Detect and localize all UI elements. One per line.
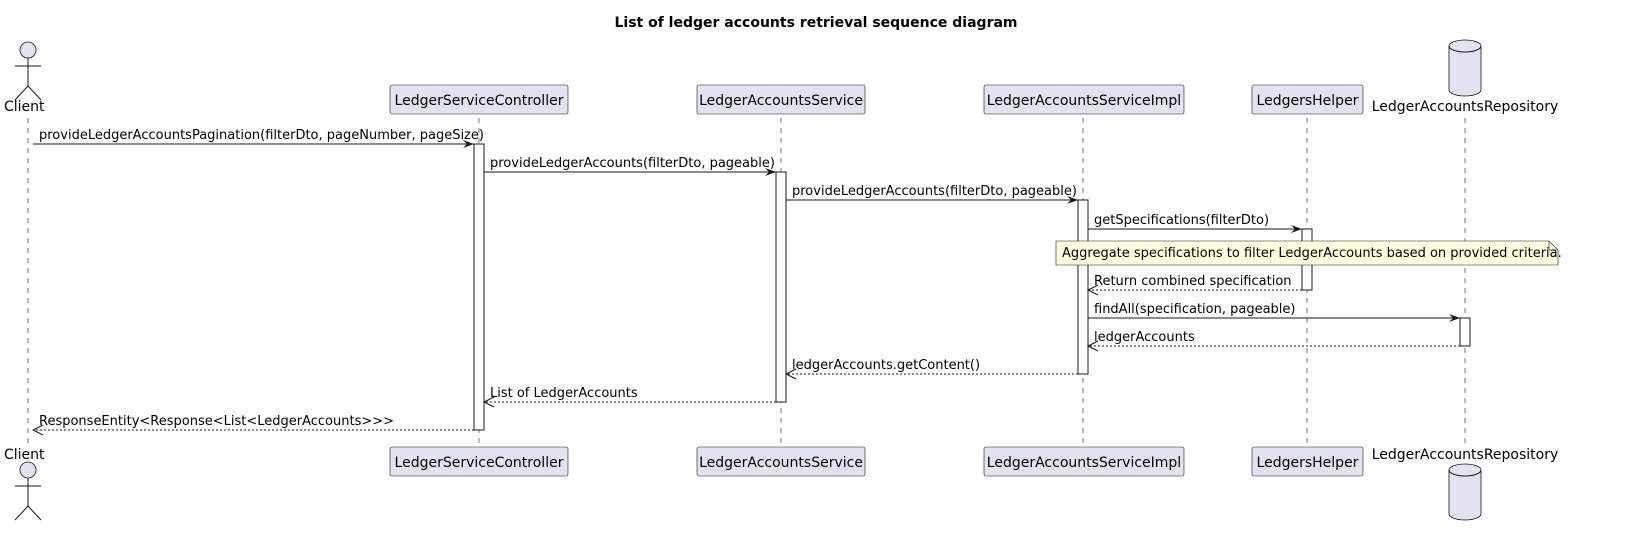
participant-label: LedgersHelper: [1257, 93, 1359, 109]
participant-label: LedgersHelper: [1257, 455, 1359, 471]
message-2: provideLedgerAccounts(filterDto, pageabl…: [484, 156, 776, 176]
message-label: provideLedgerAccounts(filterDto, pageabl…: [792, 184, 1077, 199]
participant-box: [1251, 84, 1364, 115]
message-label: Return combined specification: [1094, 274, 1292, 289]
message-label: findAll(specification, pageable): [1094, 302, 1296, 317]
arrow-head-icon: [765, 168, 776, 176]
participant-service-top: LedgerAccountsService: [696, 84, 866, 115]
participant-repo-bottom: LedgerAccountsRepository: [1372, 447, 1559, 521]
actor-leg-right: [27, 505, 42, 521]
message-label: provideLedgerAccounts(filterDto, pageabl…: [490, 156, 775, 171]
participant-box: [1251, 446, 1364, 477]
database-rim: [1448, 469, 1482, 477]
arrow-head-icon: [1067, 196, 1078, 204]
arrow-head-icon: [1449, 314, 1460, 322]
participant-client-bottom: Client: [4, 447, 45, 521]
actor-head-icon: [19, 41, 37, 59]
activation-bar-impl: [1077, 199, 1089, 375]
participant-repo-top: LedgerAccountsRepository: [1372, 39, 1559, 115]
database-icon: [1448, 39, 1482, 97]
participant-helper-top: LedgersHelper: [1251, 84, 1364, 115]
activation-bar-service: [775, 171, 787, 403]
note-fold: [1548, 241, 1558, 251]
participant-impl-bottom: LedgerAccountsServiceImpl: [983, 446, 1185, 477]
actor-leg-left: [14, 505, 29, 521]
participant-box: [696, 446, 866, 477]
message-label: provideLedgerAccountsPagination(filterDt…: [39, 128, 484, 143]
diagram-title: List of ledger accounts retrieval sequen…: [614, 15, 1017, 31]
participant-label: LedgerAccountsServiceImpl: [987, 93, 1181, 109]
message-label: ledgerAccounts.getContent(): [792, 358, 980, 373]
activation-bar-repo: [1459, 317, 1471, 347]
message-4: getSpecifications(filterDto): [1088, 213, 1302, 233]
participant-label: LedgerServiceController: [395, 93, 564, 109]
participant-box: [696, 84, 866, 115]
message-7: ledgerAccounts: [1086, 330, 1460, 352]
note: Aggregate specifications to filter Ledge…: [1055, 240, 1562, 266]
participant-label: LedgerAccountsServiceImpl: [987, 455, 1181, 471]
participant-service-bottom: LedgerAccountsService: [696, 446, 866, 477]
participant-label: LedgerServiceController: [395, 455, 564, 471]
participant-label: LedgerAccountsRepository: [1372, 99, 1559, 115]
database-rim: [1448, 45, 1482, 53]
participant-box: [983, 84, 1185, 115]
database-icon: [1448, 463, 1482, 521]
message-label: List of LedgerAccounts: [490, 386, 638, 401]
message-label: ledgerAccounts: [1094, 330, 1195, 345]
arrow-head-icon: [1086, 284, 1099, 296]
participant-controller-top: LedgerServiceController: [389, 84, 569, 115]
message-9: List of LedgerAccounts: [482, 386, 776, 408]
message-8: ledgerAccounts.getContent(): [784, 358, 1078, 380]
message-10: ResponseEntity<Response<List<LedgerAccou…: [31, 414, 474, 436]
participant-label: Client: [4, 447, 45, 463]
actor-leg-right: [27, 85, 42, 101]
actor-leg-left: [14, 85, 29, 101]
participant-box: [983, 446, 1185, 477]
participant-client-top: Client: [4, 41, 45, 115]
message-6: findAll(specification, pageable): [1088, 302, 1460, 322]
message-5: Return combined specification: [1086, 274, 1302, 296]
arrow-head-icon: [1291, 225, 1302, 233]
message-1: provideLedgerAccountsPagination(filterDt…: [33, 128, 484, 148]
participant-label: LedgerAccountsService: [699, 455, 863, 471]
arrow-head-icon: [463, 140, 474, 148]
note-box: [1055, 240, 1559, 266]
arrow-head-icon: [482, 396, 495, 408]
participant-helper-bottom: LedgersHelper: [1251, 446, 1364, 477]
participant-controller-bottom: LedgerServiceController: [389, 446, 569, 477]
participant-impl-top: LedgerAccountsServiceImpl: [983, 84, 1185, 115]
message-label: getSpecifications(filterDto): [1094, 213, 1269, 228]
arrow-head-icon: [784, 368, 797, 380]
message-3: provideLedgerAccounts(filterDto, pageabl…: [786, 184, 1078, 204]
participant-label: LedgerAccountsService: [699, 93, 863, 109]
note-text: Aggregate specifications to filter Ledge…: [1062, 246, 1562, 261]
participant-box: [389, 84, 569, 115]
message-label: ResponseEntity<Response<List<LedgerAccou…: [39, 414, 394, 429]
participant-label: LedgerAccountsRepository: [1372, 447, 1559, 463]
arrow-head-icon: [1086, 340, 1099, 352]
arrow-head-icon: [31, 424, 44, 436]
participant-label: Client: [4, 99, 45, 115]
participant-box: [389, 446, 569, 477]
actor-head-icon: [19, 461, 37, 479]
activation-bar-controller: [473, 143, 485, 431]
